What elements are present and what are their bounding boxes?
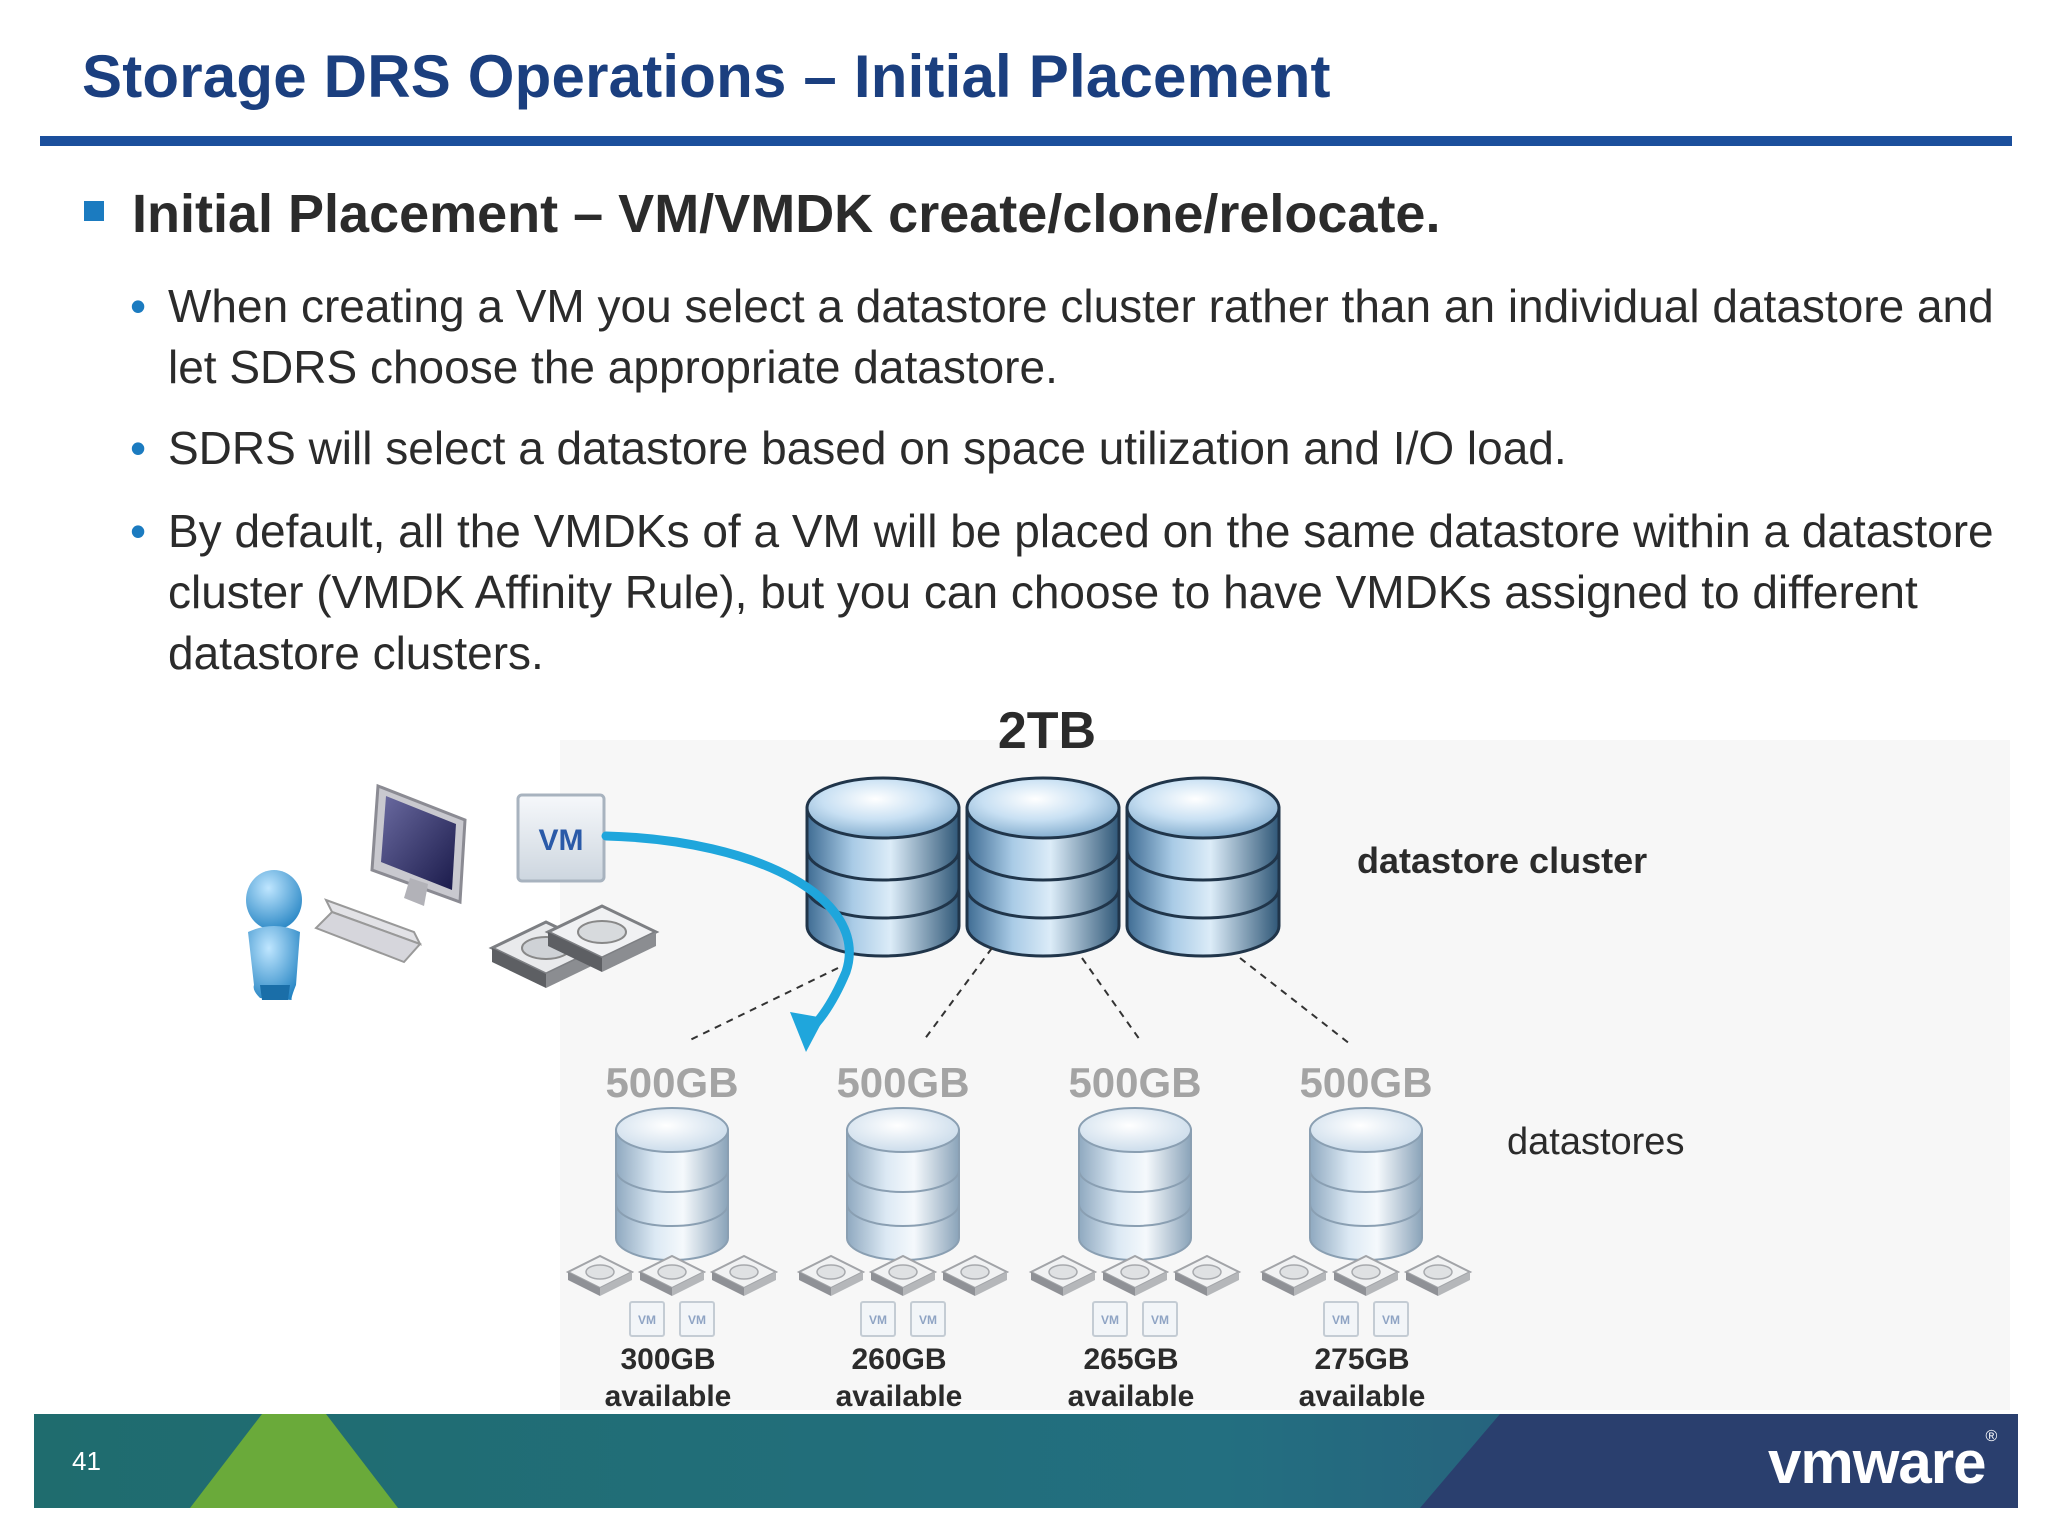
- small-vm-label: VM: [1332, 1313, 1350, 1327]
- available-word: available: [836, 1380, 963, 1413]
- datastore-capacity-label: 500GB: [605, 1059, 738, 1106]
- small-hard-drive-icon: [1259, 1254, 1329, 1296]
- bullet-dot-icon: •: [130, 422, 147, 474]
- datastore-item: 500GB VM VM 265GB available: [1028, 1059, 1242, 1413]
- small-hard-drive-icon: [796, 1254, 866, 1296]
- datastores-row: 500GB VM VM 300GB available 500GB VM VM 260GB ava…: [565, 1059, 1473, 1413]
- small-vm-icon: VM: [860, 1301, 896, 1337]
- bullet-dot-icon: •: [130, 505, 147, 557]
- vm-icon-label: VM: [539, 824, 584, 857]
- datastore-icon: [1078, 1107, 1192, 1261]
- small-vm-icon: VM: [629, 1301, 665, 1337]
- cluster-connectors: [689, 947, 1351, 1045]
- small-vm-label: VM: [1101, 1313, 1119, 1327]
- small-vm-label: VM: [638, 1313, 656, 1327]
- small-vm-icon: VM: [1373, 1301, 1409, 1337]
- small-hard-drive-icon: [1028, 1254, 1098, 1296]
- sub-bullet-text: When creating a VM you select a datastor…: [168, 280, 1994, 393]
- small-vm-icon: VM: [1092, 1301, 1128, 1337]
- vmware-logo-text: vmware: [1768, 1429, 1986, 1496]
- diagram-background: [560, 740, 2010, 1410]
- available-word: available: [605, 1380, 732, 1413]
- footer-bar: [34, 1414, 2018, 1508]
- small-hard-drive-icon: [1100, 1254, 1170, 1296]
- vmware-logo: vmware®: [1768, 1428, 1997, 1497]
- registered-mark: ®: [1985, 1428, 1997, 1445]
- datastore-capacity-label: 500GB: [1299, 1059, 1432, 1106]
- cluster-disk-stack: [1125, 776, 1281, 958]
- slide-title: Storage DRS Operations – Initial Placeme…: [82, 43, 1331, 110]
- square-bullet-icon: [84, 201, 104, 221]
- datastore-icon: [1309, 1107, 1423, 1261]
- arrow-head-icon: [790, 1012, 824, 1052]
- cluster-capacity-label: 2TB: [998, 702, 1096, 760]
- datastore-cluster-label: datastore cluster: [1357, 840, 1647, 881]
- sub-bullet-text: SDRS will select a datastore based on sp…: [168, 422, 1567, 474]
- small-hard-drive-icon: [868, 1254, 938, 1296]
- sub-bullet-text: By default, all the VMDKs of a VM will b…: [168, 505, 1994, 679]
- bullet-dot-icon: •: [130, 280, 147, 332]
- placement-arrow: [601, 831, 854, 1037]
- vm-icon: VM: [516, 793, 606, 883]
- datastore-item: 500GB VM VM 275GB available: [1259, 1059, 1473, 1413]
- sub-bullet-3: • By default, all the VMDKs of a VM will…: [130, 501, 2008, 684]
- small-vm-label: VM: [1151, 1313, 1169, 1327]
- sub-bullet-1: • When creating a VM you select a datast…: [130, 276, 2008, 398]
- datastore-icon: [846, 1107, 960, 1261]
- small-hard-drive-icon: [1331, 1254, 1401, 1296]
- small-vm-label: VM: [688, 1313, 706, 1327]
- small-vm-icon: VM: [679, 1301, 715, 1337]
- small-hard-drive-icon: [565, 1254, 635, 1296]
- datastore-capacity-label: 500GB: [836, 1059, 969, 1106]
- available-amount: 265GB: [1083, 1343, 1178, 1376]
- slide-number: 41: [72, 1446, 101, 1476]
- datastore-cluster-icon: [805, 776, 1281, 958]
- small-vm-label: VM: [919, 1313, 937, 1327]
- datastore-item: 500GB VM VM 260GB available: [796, 1059, 1010, 1413]
- available-word: available: [1299, 1380, 1426, 1413]
- footer-green-accent: [190, 1414, 398, 1508]
- cluster-disk-stack: [965, 776, 1121, 958]
- available-amount: 275GB: [1314, 1343, 1409, 1376]
- sub-bullet-2: • SDRS will select a datastore based on …: [130, 418, 2008, 479]
- title-divider: [40, 136, 2012, 146]
- datastore-icon: [615, 1107, 729, 1261]
- main-bullet-heading: Initial Placement – VM/VMDK create/clone…: [132, 184, 1441, 244]
- cluster-disk-stack: [805, 776, 961, 958]
- small-hard-drive-icon: [709, 1254, 779, 1296]
- small-hard-drive-icon: [940, 1254, 1010, 1296]
- datastore-capacity-label: 500GB: [1068, 1059, 1201, 1106]
- small-vm-icon: VM: [910, 1301, 946, 1337]
- datastore-item: 500GB VM VM 300GB available: [565, 1059, 779, 1413]
- small-hard-drive-icon: [637, 1254, 707, 1296]
- datastores-label: datastores: [1507, 1121, 1684, 1163]
- small-vm-label: VM: [1382, 1313, 1400, 1327]
- hard-drive-icon: [544, 904, 660, 972]
- computer-icon: [314, 783, 467, 964]
- available-amount: 260GB: [851, 1343, 946, 1376]
- small-vm-icon: VM: [1323, 1301, 1359, 1337]
- available-amount: 300GB: [620, 1343, 715, 1376]
- available-word: available: [1068, 1380, 1195, 1413]
- small-vm-label: VM: [869, 1313, 887, 1327]
- footer-navy-accent: [1420, 1414, 2018, 1508]
- small-vm-icon: VM: [1142, 1301, 1178, 1337]
- small-hard-drive-icon: [1172, 1254, 1242, 1296]
- small-hard-drive-icon: [1403, 1254, 1473, 1296]
- user-icon: [246, 870, 302, 1000]
